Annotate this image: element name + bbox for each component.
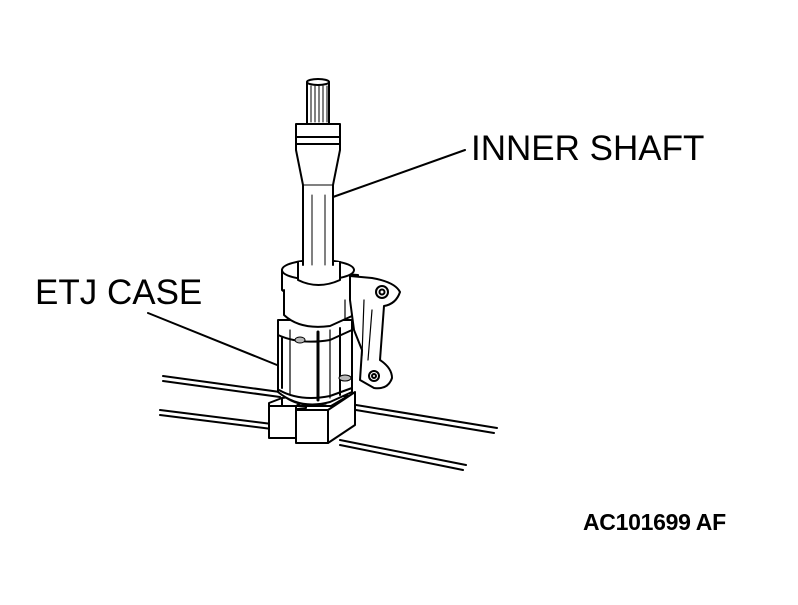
figure-code-label: AC101699 AF: [583, 509, 726, 535]
rail-line: [159, 414, 273, 430]
rail-line: [339, 444, 464, 471]
rail-line: [162, 375, 281, 393]
rail-line: [159, 409, 273, 425]
rail-line: [349, 408, 495, 434]
etj-case-body: [277, 319, 353, 406]
rail-line: [162, 380, 281, 398]
etj-case-leader-line: [147, 312, 278, 366]
workbench-rails: [159, 375, 498, 471]
rail-line: [349, 403, 498, 429]
clamp-housing: [281, 259, 359, 328]
rail-line: [339, 439, 467, 466]
inner-shaft-label: INNER SHAFT: [471, 129, 705, 168]
bracket-arm: [349, 275, 401, 390]
inner-shaft: [295, 78, 341, 266]
etj-case-label: ETJ CASE: [35, 273, 203, 312]
inner-shaft-leader-line: [332, 149, 466, 198]
